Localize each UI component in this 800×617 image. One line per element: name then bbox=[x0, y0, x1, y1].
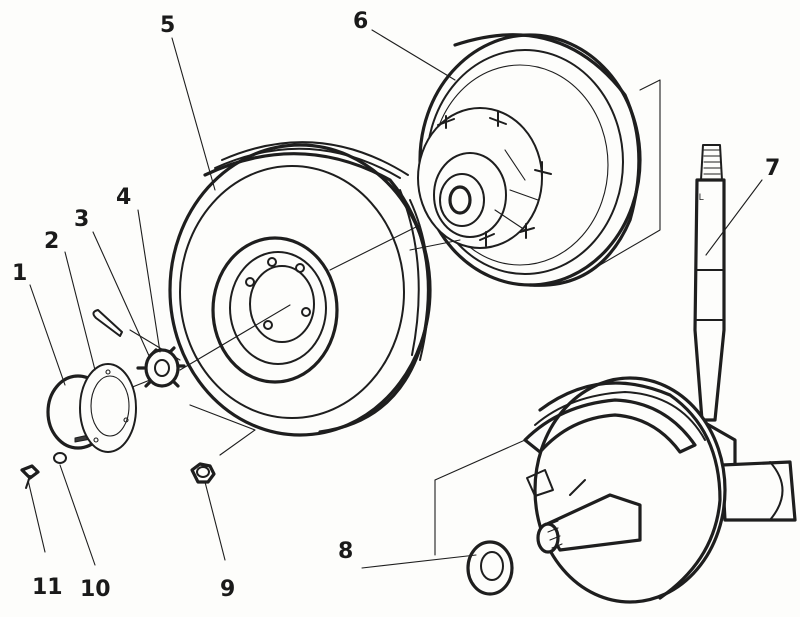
callout-7: 7 bbox=[765, 156, 780, 181]
spindle-stamp-mark: JL bbox=[695, 193, 704, 203]
gasket bbox=[79, 363, 137, 453]
tire-wheel bbox=[168, 141, 432, 437]
callout-8: 8 bbox=[338, 539, 353, 564]
callout-9: 9 bbox=[220, 577, 235, 602]
backing-plate-brake-shoes bbox=[523, 376, 727, 604]
callout-6: 6 bbox=[353, 9, 368, 34]
thrust-washer bbox=[466, 540, 514, 596]
callout-3: 3 bbox=[74, 207, 89, 232]
lock-washer bbox=[53, 452, 67, 464]
callout-2: 2 bbox=[44, 229, 59, 254]
cotter-pin bbox=[92, 309, 123, 337]
leader-lines bbox=[27, 29, 763, 569]
callout-10: 10 bbox=[80, 577, 111, 602]
callout-4: 4 bbox=[116, 185, 131, 210]
cap-screw bbox=[20, 464, 40, 489]
callout-1: 1 bbox=[12, 261, 27, 286]
wheel-nut bbox=[190, 462, 216, 484]
callout-11: 11 bbox=[32, 575, 63, 600]
castle-nut bbox=[136, 346, 186, 388]
callout-labels: 1 2 3 4 5 6 7 8 9 10 11 bbox=[12, 9, 780, 602]
callout-5: 5 bbox=[160, 13, 175, 38]
brake-drum-hub bbox=[417, 33, 642, 287]
